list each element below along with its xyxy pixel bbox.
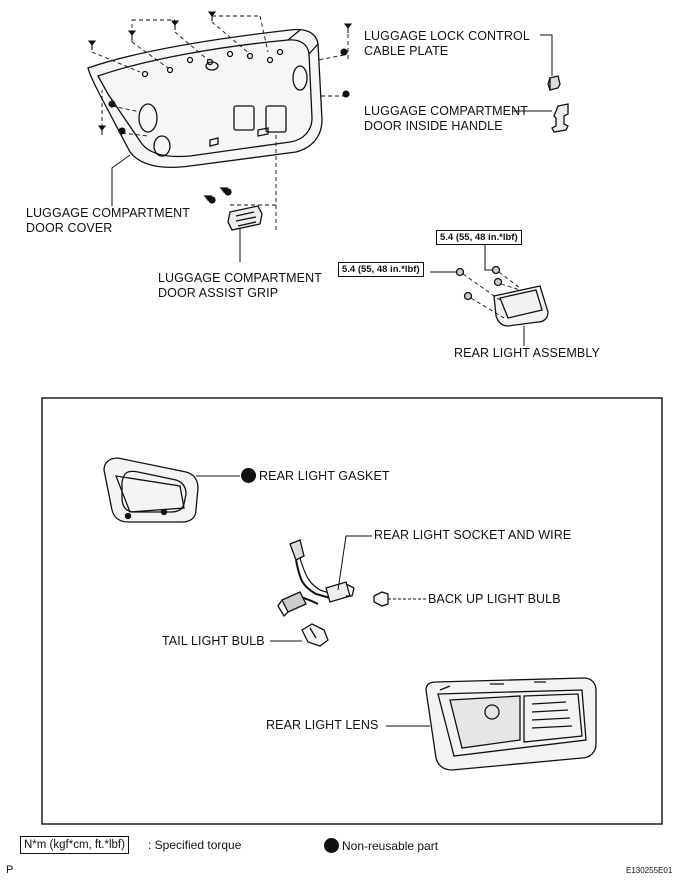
- label-lock-control-line2: CABLE PLATE: [364, 44, 449, 58]
- legend-torque-desc: : Specified torque: [148, 838, 242, 852]
- label-lock-control-line1: LUGGAGE LOCK CONTROL: [364, 29, 530, 43]
- page-marker: P: [6, 864, 14, 876]
- legend-nonreusable-dot-icon: [324, 838, 339, 853]
- legend-nonreusable-text: Non-reusable part: [342, 839, 439, 853]
- torque-spec-lower: 5.4 (55, 48 in.*lbf): [338, 262, 424, 277]
- label-backup-bulb: BACK UP LIGHT BULB: [428, 592, 561, 606]
- legend-torque-unit: N*m (kgf*cm, ft.*lbf): [20, 836, 129, 854]
- inside-handle-part: [513, 103, 569, 133]
- detail-frame: [41, 397, 663, 825]
- label-gasket: REAR LIGHT GASKET: [241, 468, 390, 484]
- torque-spec-upper: 5.4 (55, 48 in.*lbf): [436, 230, 522, 245]
- door-cover-part: [87, 28, 323, 168]
- assist-grip-part: [203, 187, 263, 262]
- socket-and-wire-part: [277, 535, 372, 618]
- label-rear-light-assembly: REAR LIGHT ASSEMBLY: [454, 346, 600, 360]
- label-lens: REAR LIGHT LENS: [266, 718, 379, 732]
- label-gasket-text: REAR LIGHT GASKET: [259, 469, 390, 483]
- rear-light-assembly-part: [430, 244, 549, 346]
- label-inside-handle-line1: LUGGAGE COMPARTMENT: [364, 104, 528, 118]
- legend-nonreusable: Non-reusable part: [324, 838, 438, 854]
- label-tail-bulb: TAIL LIGHT BULB: [162, 634, 265, 648]
- label-assist-grip-line1: LUGGAGE COMPARTMENT: [158, 271, 322, 285]
- figure-id: E130255E01: [626, 866, 673, 875]
- label-inside-handle-line2: DOOR INSIDE HANDLE: [364, 119, 503, 133]
- label-socket-wire: REAR LIGHT SOCKET AND WIRE: [374, 528, 572, 542]
- backup-bulb-part: [373, 591, 426, 607]
- lock-control-cable-plate-part: [540, 34, 561, 91]
- tail-bulb-part: [270, 623, 329, 647]
- label-assist-grip-line2: DOOR ASSIST GRIP: [158, 286, 279, 300]
- label-door-cover-line1: LUGGAGE COMPARTMENT: [26, 206, 190, 220]
- label-door-cover-line2: DOOR COVER: [26, 221, 113, 235]
- dashed-leaders-top: [91, 15, 349, 230]
- rear-light-gasket-part: [103, 457, 240, 523]
- nonreusable-dot-icon: [241, 468, 256, 483]
- rear-light-lens-part: [386, 677, 597, 771]
